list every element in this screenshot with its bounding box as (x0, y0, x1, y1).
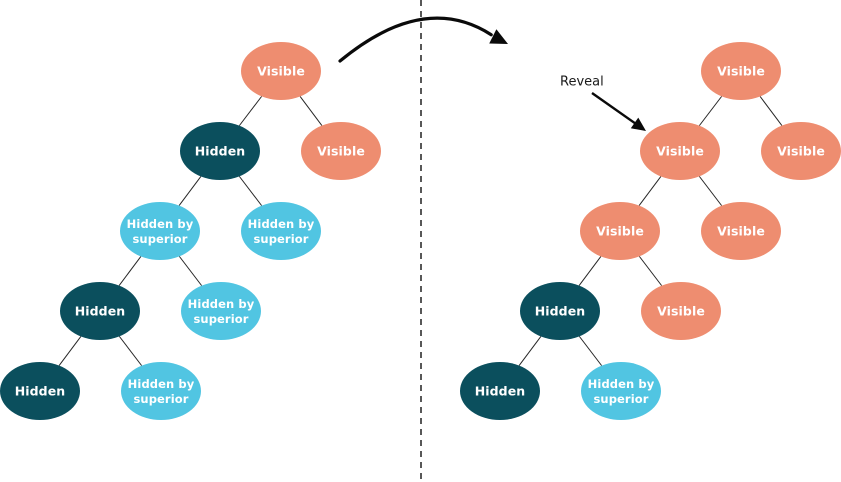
tree-edge (118, 256, 142, 286)
node-label: Visible (596, 224, 644, 239)
node-ellipse (241, 202, 321, 260)
node-label: Visible (777, 144, 825, 159)
tree-edge (58, 336, 82, 366)
tree-edge (578, 336, 603, 366)
reveal-arrow-head-icon (630, 117, 646, 131)
reveal-arrow-line (591, 92, 638, 126)
tree-node-visible[interactable]: Visible (701, 42, 781, 100)
node-ellipse (120, 202, 200, 260)
tree-edge (238, 96, 263, 126)
tree-node-hidden[interactable]: Hidden (0, 362, 80, 420)
reveal-annotation: Reveal (560, 75, 646, 131)
node-ellipse (701, 202, 781, 260)
node-ellipse (0, 362, 80, 420)
tree-edge (299, 96, 323, 126)
tree-node-hidden[interactable]: Hidden (180, 122, 260, 180)
node-ellipse (121, 362, 201, 420)
node-ellipse (60, 282, 140, 340)
node-label: Hidden (15, 384, 66, 399)
right-tree-edges (518, 96, 783, 366)
tree-edge (518, 336, 542, 366)
node-label: Visible (657, 304, 705, 319)
node-ellipse (701, 42, 781, 100)
tree-node-visible[interactable]: Visible (761, 122, 841, 180)
node-ellipse (641, 282, 721, 340)
node-label: Visible (717, 224, 765, 239)
transition-arrow (338, 16, 508, 63)
node-label: Visible (717, 64, 765, 79)
tree-node-hidden[interactable]: Hidden (460, 362, 540, 420)
node-ellipse (241, 42, 321, 100)
tree-node-visible[interactable]: Visible (580, 202, 660, 260)
tree-edge (178, 256, 203, 286)
node-ellipse (301, 122, 381, 180)
tree-node-hidden[interactable]: Hidden (60, 282, 140, 340)
node-ellipse (761, 122, 841, 180)
node-ellipse (580, 202, 660, 260)
node-label: Hidden (535, 304, 586, 319)
tree-edge (698, 96, 723, 126)
node-label: Visible (317, 144, 365, 159)
tree-node-hidden[interactable]: Hidden (520, 282, 600, 340)
tree-edge (118, 336, 143, 366)
node-label: Hidden (475, 384, 526, 399)
tree-edge (638, 176, 662, 206)
tree-edge (698, 176, 723, 206)
node-ellipse (181, 282, 261, 340)
node-ellipse (460, 362, 540, 420)
node-ellipse (180, 122, 260, 180)
tree-node-visible[interactable]: Visible (241, 42, 321, 100)
tree-edge (238, 176, 263, 206)
left-tree-edges (58, 96, 323, 366)
node-label: Visible (656, 144, 704, 159)
arrow-head-icon (489, 29, 508, 44)
tree-node-visible[interactable]: Visible (641, 282, 721, 340)
tree-edge (638, 256, 663, 286)
node-ellipse (640, 122, 720, 180)
reveal-label: Reveal (560, 75, 604, 90)
tree-edge (178, 176, 202, 206)
node-ellipse (520, 282, 600, 340)
node-label: Visible (257, 64, 305, 79)
tree-edge (759, 96, 783, 126)
tree-node-visible[interactable]: Visible (640, 122, 720, 180)
node-label: Hidden (75, 304, 126, 319)
node-ellipse (581, 362, 661, 420)
tree-node-visible[interactable]: Visible (701, 202, 781, 260)
tree-node-visible[interactable]: Visible (301, 122, 381, 180)
tree-edge (578, 256, 602, 286)
node-label: Hidden (195, 144, 246, 159)
